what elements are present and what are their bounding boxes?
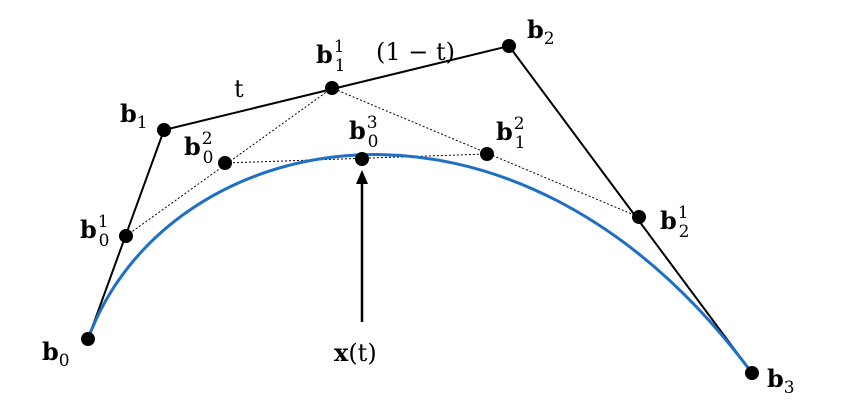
label-one-minus-t: (1 − t) — [376, 38, 455, 66]
label-t: t — [234, 75, 244, 103]
arrowhead-icon — [356, 170, 368, 184]
point-b21 — [632, 210, 646, 224]
points — [81, 39, 759, 380]
control-polygon — [87, 44, 753, 374]
bezier-curve — [86, 153, 754, 374]
label-x-of-t: x(t) — [334, 338, 377, 367]
point-b1 — [157, 123, 171, 137]
label-b2: b2 — [527, 15, 555, 49]
point-b01 — [119, 229, 133, 243]
point-b3 — [745, 366, 759, 380]
point-b03 — [355, 152, 369, 166]
label-b1: b1 — [120, 99, 148, 133]
point-b11 — [325, 81, 339, 95]
curve-point-arrow — [356, 170, 368, 322]
label-b3: b3 — [767, 364, 795, 398]
point-b2 — [502, 39, 516, 53]
point-b12 — [480, 147, 494, 161]
point-b0 — [81, 332, 95, 346]
point-b02 — [218, 156, 232, 170]
label-b0: b0 — [42, 337, 70, 371]
